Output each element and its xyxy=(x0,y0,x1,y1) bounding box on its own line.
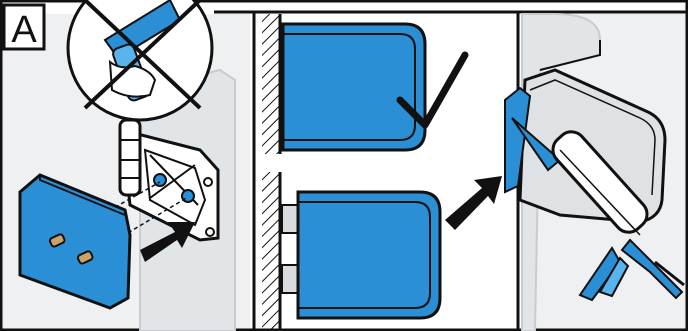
flush-block xyxy=(283,24,425,150)
wall-bottom xyxy=(262,172,280,331)
panel-label: A xyxy=(11,9,37,51)
gap-block xyxy=(282,192,440,318)
wall-top xyxy=(262,14,280,154)
